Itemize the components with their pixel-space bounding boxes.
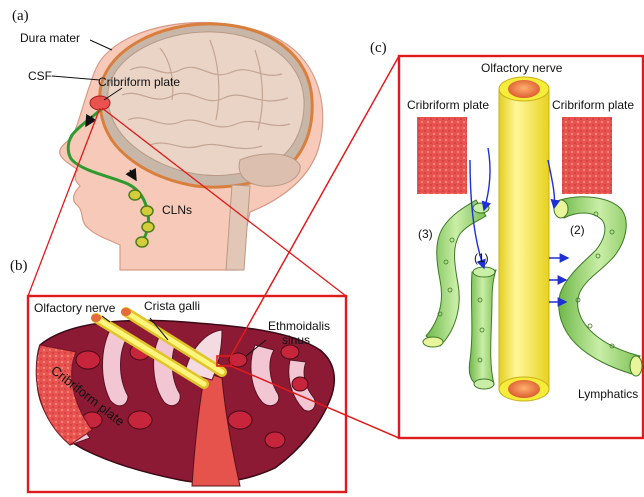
olfactory-nerve-cylinder: [499, 88, 549, 390]
cln-node: [129, 190, 141, 200]
panel-a: (a) Dura mater CSF Cribriform plate CLNs: [12, 8, 323, 270]
vessel-end: [630, 356, 642, 376]
cln-node: [136, 237, 148, 247]
route-3-label: (3): [418, 227, 433, 241]
cln-node: [142, 222, 154, 232]
dura-mater-leader: [90, 40, 112, 50]
dura-mater-label: Dura mater: [20, 31, 80, 45]
cln-node: [141, 206, 153, 216]
sinus-label: sinus: [282, 333, 310, 347]
vessel-end: [473, 203, 489, 213]
cribriform-plate-label-right: Cribriform plate: [552, 98, 634, 112]
nerve-bottom-core: [508, 380, 540, 398]
route-2-label: (2): [570, 223, 585, 237]
cribriform-plate-label-left: Cribriform plate: [407, 98, 489, 112]
cribriform-plate-label: Cribriform plate: [98, 75, 180, 89]
olfactory-nerve-label-c: Olfactory nerve: [481, 61, 563, 75]
panel-b-label: (b): [10, 258, 28, 274]
lymphatics-label: Lymphatics: [578, 387, 638, 401]
vessel-end: [474, 379, 494, 389]
csf-label: CSF: [28, 69, 52, 83]
route-1-label: (1): [474, 251, 489, 265]
olfactory-nerve-label-b: Olfactory nerve: [34, 301, 116, 315]
nerve-top-core: [508, 80, 540, 98]
vessel-end: [554, 200, 568, 218]
panel-b: (b): [10, 258, 346, 492]
cribriform-plate-patch-left: [417, 117, 467, 194]
panel-a-label: (a): [12, 8, 29, 24]
crista-galli-label: Crista galli: [144, 299, 200, 313]
vessel-end: [423, 337, 443, 347]
ethmoidalis-label: Ethmoidalis: [268, 319, 330, 333]
panel-c-label: (c): [370, 40, 387, 56]
vessel-end: [473, 267, 495, 277]
clns-label: CLNs: [162, 203, 192, 217]
panel-c: (c): [370, 40, 643, 438]
cribriform-plate-patch-right: [562, 117, 612, 194]
